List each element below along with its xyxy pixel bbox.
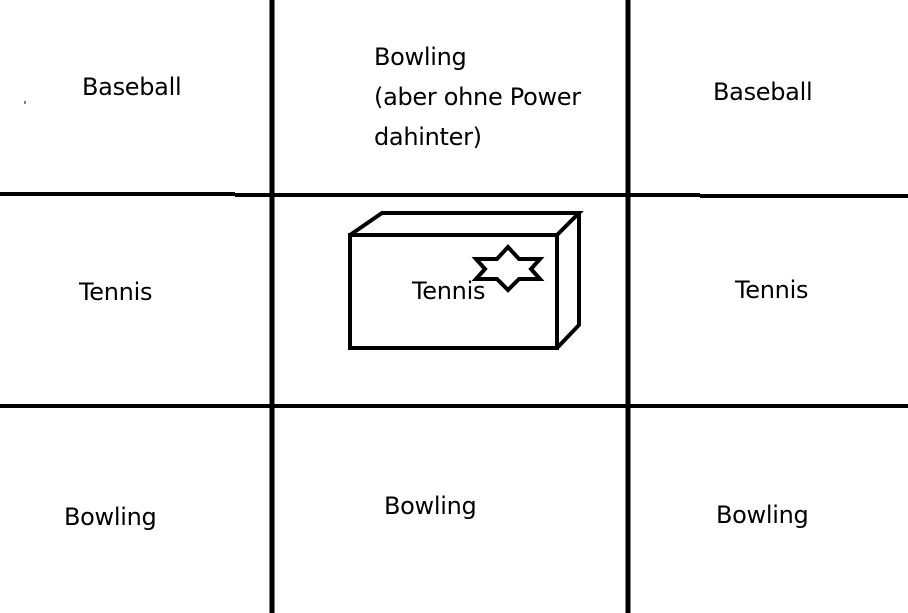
cell-r1c3-label: Baseball xyxy=(713,78,813,106)
cell-r2c1-label: Tennis xyxy=(79,278,153,306)
cell-r1c1-label: Baseball xyxy=(82,73,182,101)
box-3d-icon xyxy=(348,211,584,350)
cell-r1c2-label: Bowling (aber ohne Power dahinter) xyxy=(374,43,581,151)
cell-r3c1-label: Bowling xyxy=(64,503,157,531)
star-icon xyxy=(471,244,545,293)
cell-r3c3-label: Bowling xyxy=(716,501,809,529)
cell-r2c2-label: Tennis xyxy=(412,277,486,305)
cell-r3c2-label: Bowling xyxy=(384,492,477,520)
cell-r2c3-label: Tennis xyxy=(735,276,809,304)
